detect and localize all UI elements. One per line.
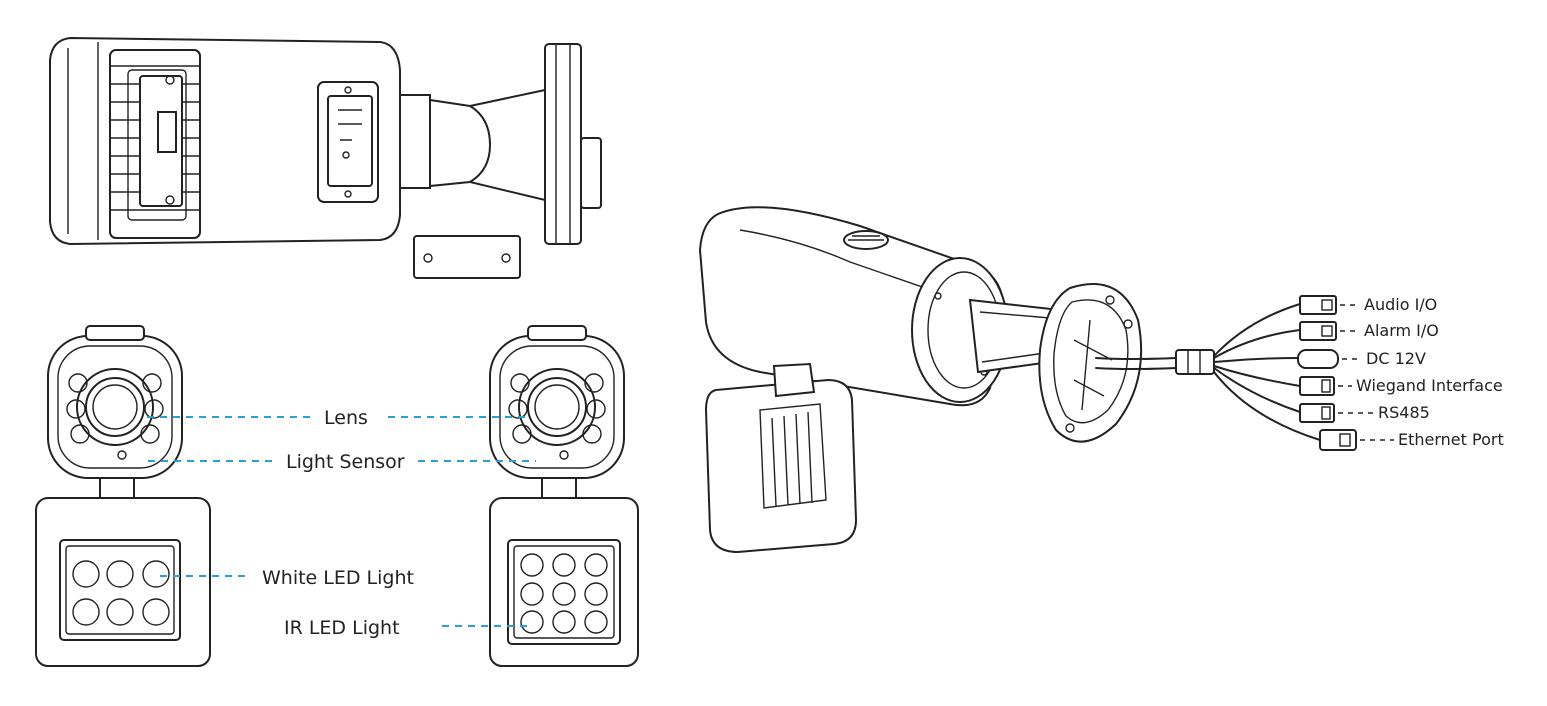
label-dc-12v: DC 12V	[1366, 349, 1426, 368]
perspective-view	[698, 206, 1143, 554]
rs485-connector	[1299, 403, 1335, 423]
cable-harness	[1095, 295, 1394, 451]
label-wiegand: Wiegand Interface	[1356, 376, 1503, 395]
label-alarm-io: Alarm I/O	[1364, 321, 1439, 340]
alarm-connector	[1299, 321, 1337, 341]
label-light-sensor: Light Sensor	[286, 451, 405, 473]
dc-connector	[1297, 349, 1339, 369]
audio-connector	[1299, 295, 1337, 315]
side-view	[49, 36, 602, 279]
front-view-ir-led	[489, 325, 639, 667]
label-ethernet: Ethernet Port	[1398, 430, 1504, 449]
label-rs485: RS485	[1378, 403, 1430, 422]
label-audio-io: Audio I/O	[1364, 295, 1437, 314]
wiegand-connector	[1299, 376, 1335, 396]
callout-leaders	[147, 416, 536, 627]
front-view-white-led	[35, 325, 211, 667]
label-lens: Lens	[324, 407, 368, 429]
label-white-led: White LED Light	[262, 567, 414, 589]
ethernet-connector	[1319, 429, 1357, 451]
label-ir-led: IR LED Light	[284, 617, 400, 639]
cable-junction	[1175, 349, 1215, 375]
